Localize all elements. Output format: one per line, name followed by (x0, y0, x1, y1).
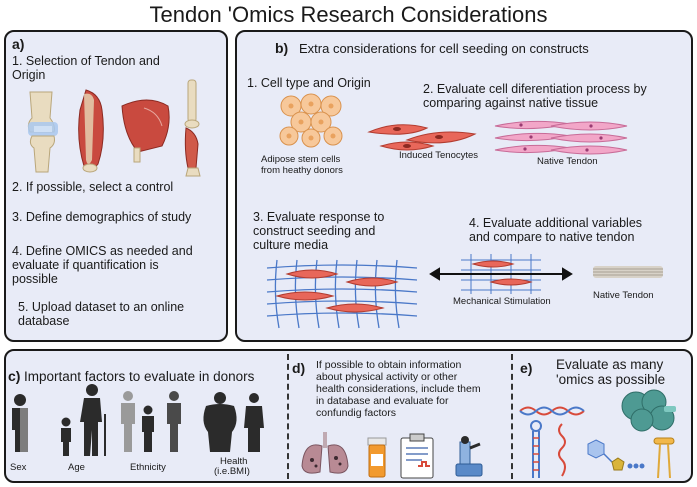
native-tendon-fiber-icon (593, 266, 663, 278)
panel-bottom (4, 349, 693, 483)
panel-c-heading: Important factors to evaluate in donors (24, 369, 255, 384)
step-5-line-1: 5. Upload dataset to an online (18, 300, 185, 314)
panel-e-line-1: Evaluate as many (556, 357, 664, 372)
item-3-line-3: culture media (253, 238, 329, 252)
panel-d-line-1: If possible to obtain information (316, 359, 462, 371)
panel-c-label: c) (8, 368, 21, 384)
figure-title: Tendon 'Omics Research Considerations (149, 2, 548, 27)
native-tendon-cells-icon (494, 120, 628, 155)
step-1-line-1: 1. Selection of Tendon and (12, 54, 160, 68)
panel-b-label: b) (275, 40, 289, 56)
pill-bottle-icon (367, 437, 387, 478)
panel-d-line-4: in database and evaluate for (316, 395, 449, 407)
ethnicity-caption: Ethnicity (130, 462, 166, 473)
mechanical-stimulation-icon (429, 254, 573, 294)
protein-structure-icon (621, 389, 676, 432)
health-caption-line-2: (i.e.BMI) (214, 466, 250, 477)
rna-hairpin-icon (530, 420, 542, 478)
step-4-line-3: possible (12, 272, 58, 286)
item-2-line-2: comparing against native tissue (423, 96, 599, 110)
step-2: 2. If possible, select a control (12, 180, 174, 194)
step-4-line-1: 4. Define OMICS as needed and (12, 244, 193, 258)
dna-helix-icon (519, 406, 585, 416)
divider-d-e (511, 354, 513, 479)
sex-caption: Sex (10, 462, 27, 473)
native-tendon-2-caption: Native Tendon (593, 290, 654, 301)
shoulder-muscle-icon (121, 99, 170, 163)
step-3: 3. Define demographics of study (12, 210, 192, 224)
panel-a: a) 1. Selection of Tendon and Origin 2. … (4, 30, 228, 342)
item-2-line-1: 2. Evaluate cell diferentiation process … (423, 82, 647, 96)
mechanical-stimulation-caption: Mechanical Stimulation (453, 296, 551, 307)
step-5-line-2: database (18, 314, 70, 328)
panel-d-label: d) (292, 360, 306, 376)
health-people-icon (203, 392, 264, 452)
induced-tenocytes-caption: Induced Tenocytes (399, 150, 479, 161)
panel-a-label: a) (12, 36, 25, 52)
native-tendon-caption: Native Tendon (537, 156, 598, 167)
sex-person-icon (12, 394, 28, 452)
exercise-bike-icon (455, 436, 483, 477)
medical-report-icon (400, 433, 434, 479)
item-4-line-2: and compare to native tendon (469, 230, 635, 244)
knee-joint-icon (27, 91, 58, 173)
item-1-caption-line-1: Adipose stem cells (261, 154, 341, 165)
item-1: 1. Cell type and Origin (247, 76, 371, 90)
age-caption: Age (68, 462, 85, 473)
panel-e-label: e) (520, 360, 533, 376)
scaffold-construct-icon (266, 259, 418, 329)
lipid-icon (653, 437, 675, 479)
metabolite-molecules-icon (587, 439, 645, 471)
item-3-line-1: 3. Evaluate response to (253, 210, 385, 224)
induced-tenocytes-icon (367, 124, 477, 151)
item-1-caption-line-2: from heathy donors (261, 165, 343, 176)
adipose-stem-cells-icon (279, 93, 343, 148)
item-3-line-2: construct seeding and (253, 224, 376, 238)
step-4-line-2: evaluate if quantification is (12, 258, 159, 272)
divider-c-d (287, 354, 289, 479)
mrna-strand-icon (558, 423, 566, 477)
panel-b: b) Extra considerations for cell seeding… (235, 30, 693, 342)
panel-e-line-2: 'omics as possible (556, 372, 666, 387)
step-1-line-2: Origin (12, 68, 46, 82)
panel-b-heading: Extra considerations for cell seeding on… (299, 41, 589, 56)
age-people-icon (61, 384, 106, 456)
health-caption-line-1: Health (220, 456, 248, 467)
panel-d-line-2: about physical activity or other (316, 371, 458, 383)
ethnicity-people-icon (121, 391, 181, 452)
panel-d-line-5: confundig factors (316, 407, 396, 419)
upper-arm-muscle-icon (78, 89, 104, 173)
lower-leg-icon (184, 79, 201, 177)
item-4-line-1: 4. Evaluate additional variables (469, 216, 643, 230)
panel-d-line-3: health considerations, include them (316, 383, 481, 395)
lungs-icon (301, 432, 349, 474)
